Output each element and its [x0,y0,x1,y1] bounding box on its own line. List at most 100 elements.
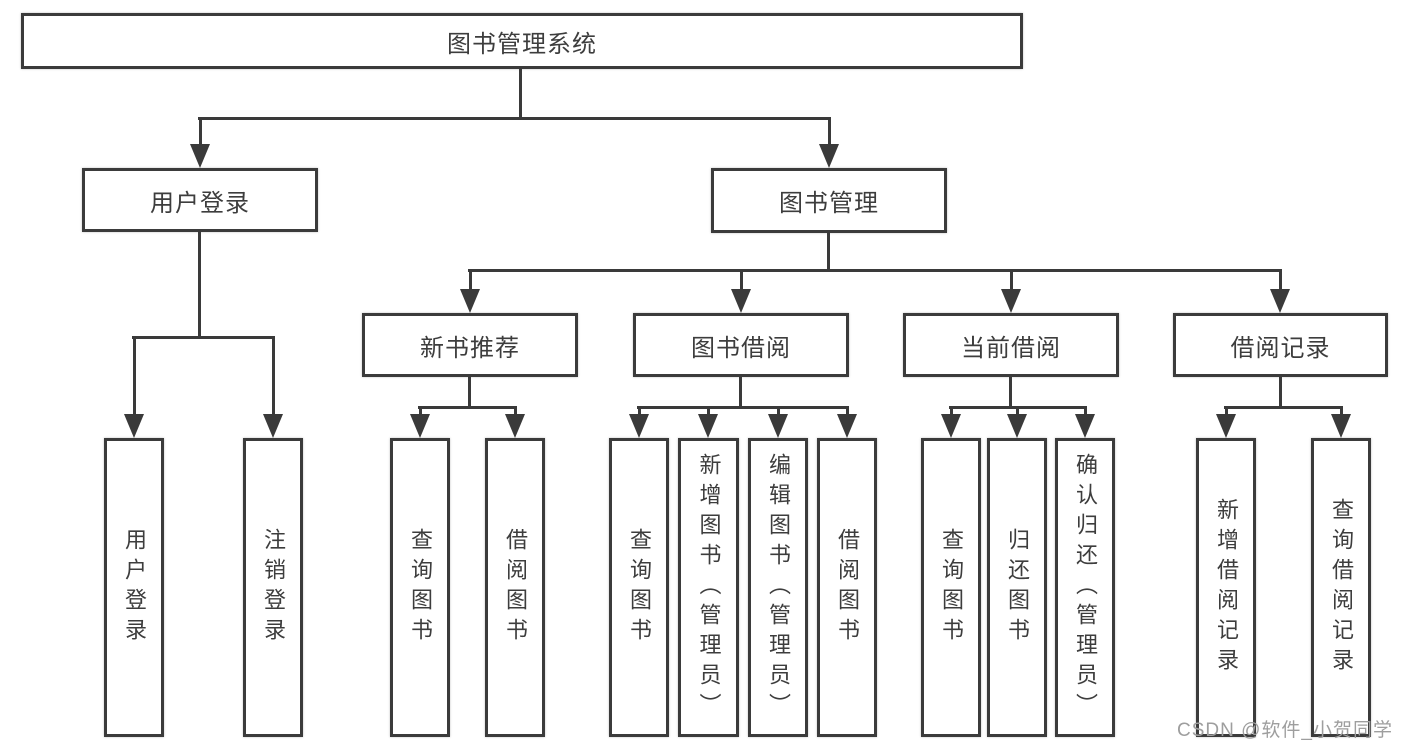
arrow-shaft [637,406,641,414]
leaf-br-add-record-label: 新增借阅记录 [1214,497,1239,678]
leaf-nb-borrow-books: 借阅图书 [485,438,545,737]
node-book-borrow-label: 图书借阅 [691,334,791,362]
node-current-borrow-label: 当前借阅 [961,334,1061,362]
connector-new-book-recommend-stem [468,375,471,408]
leaf-logout: 注销登录 [243,438,303,737]
arrow-to-user-login [190,117,210,168]
node-book-management: 图书管理 [711,168,947,233]
arrow-to-leaf-cb-query [941,406,961,438]
arrowhead-down-icon [698,414,718,438]
arrowhead-down-icon [837,414,857,438]
arrow-to-leaf-nb-query [410,406,430,438]
leaf-bb-borrow-books: 借阅图书 [817,438,877,737]
leaf-bb-edit-books-admin-label: 编辑图书（管理员） [766,452,791,723]
node-user-login-label: 用户登录 [150,189,250,217]
arrow-shaft [706,406,710,414]
arrow-shaft [132,336,136,414]
arrow-shaft [468,269,472,289]
arrowhead-down-icon [1270,289,1290,313]
arrowhead-down-icon [768,414,788,438]
connector-root-hline [198,117,831,120]
arrowhead-down-icon [505,414,525,438]
arrow-to-leaf-br-add [1216,406,1236,438]
arrowhead-down-icon [1007,414,1027,438]
arrow-to-leaf-user-login [124,336,144,438]
arrowhead-down-icon [1331,414,1351,438]
arrow-shaft [198,117,202,144]
connector-root-stem [519,67,522,119]
arrowhead-down-icon [1001,289,1021,313]
node-new-book-recommend: 新书推荐 [362,313,578,377]
leaf-user-login-label: 用户登录 [122,527,147,648]
leaf-cb-query-books-label: 查询图书 [939,527,964,648]
arrow-to-leaf-br-query [1331,406,1351,438]
leaf-cb-return-books-label: 归还图书 [1005,527,1030,648]
arrow-shaft [949,406,953,414]
leaf-br-query-record-label: 查询借阅记录 [1329,497,1354,678]
leaf-bb-add-books-admin: 新增图书（管理员） [678,438,739,737]
leaf-cb-query-books: 查询图书 [921,438,981,737]
leaf-bb-add-books-admin-label: 新增图书（管理员） [696,452,722,723]
arrow-shaft [1083,406,1087,414]
arrow-shaft [513,406,517,414]
leaf-br-query-record: 查询借阅记录 [1311,438,1371,737]
arrowhead-down-icon [190,144,210,168]
arrowhead-down-icon [460,289,480,313]
arrow-to-leaf-logout [263,336,283,438]
arrow-to-leaf-cb-confirm [1075,406,1095,438]
arrowhead-down-icon [410,414,430,438]
arrow-to-leaf-bb-add [698,406,718,438]
connector-user-login-stem [198,230,201,338]
arrowhead-down-icon [124,414,144,438]
arrow-shaft [827,117,831,144]
connector-book-borrow-stem [739,375,742,408]
arrow-shaft [271,336,275,414]
arrow-to-new-book-recommend [460,269,480,313]
arrow-to-leaf-bb-edit [768,406,788,438]
arrow-shaft [1339,406,1343,414]
connector-borrow-records-hline [1224,406,1343,409]
node-current-borrow: 当前借阅 [903,313,1119,377]
connector-book-management-stem [827,231,830,271]
node-book-borrow: 图书借阅 [633,313,849,377]
node-user-login: 用户登录 [82,168,318,232]
leaf-cb-confirm-return-admin-label: 确认归还（管理员） [1073,452,1098,723]
connector-book-management-hline [468,269,1282,272]
leaf-cb-return-books: 归还图书 [987,438,1047,737]
leaf-logout-label: 注销登录 [261,527,286,648]
connector-book-borrow-hline [637,406,849,409]
leaf-bb-query-books: 查询图书 [609,438,669,737]
arrowhead-down-icon [1075,414,1095,438]
leaf-user-login: 用户登录 [104,438,164,737]
arrow-shaft [418,406,422,414]
node-system-root: 图书管理系统 [21,13,1023,69]
arrowhead-down-icon [731,289,751,313]
arrow-to-leaf-nb-borrow [505,406,525,438]
arrow-shaft [776,406,780,414]
leaf-cb-confirm-return-admin: 确认归还（管理员） [1055,438,1115,737]
node-new-book-recommend-label: 新书推荐 [420,334,520,362]
arrowhead-down-icon [819,144,839,168]
connector-user-login-hline [132,336,275,339]
connector-current-borrow-stem [1009,375,1012,408]
leaf-bb-edit-books-admin: 编辑图书（管理员） [748,438,808,737]
arrowhead-down-icon [629,414,649,438]
arrow-to-book-borrow [731,269,751,313]
leaf-bb-borrow-books-label: 借阅图书 [835,527,860,648]
arrow-to-leaf-cb-return [1007,406,1027,438]
csdn-watermark: CSDN @软件_小贺同学 [1177,720,1393,741]
leaf-nb-query-books-label: 查询图书 [408,527,433,648]
arrow-to-leaf-bb-query [629,406,649,438]
arrowhead-down-icon [1216,414,1236,438]
arrow-to-leaf-bb-borrow [837,406,857,438]
leaf-bb-query-books-label: 查询图书 [627,527,652,648]
connector-new-book-recommend-hline [418,406,517,409]
arrowhead-down-icon [941,414,961,438]
node-system-root-label: 图书管理系统 [447,30,597,58]
arrow-shaft [739,269,743,289]
arrow-to-book-management [819,117,839,168]
node-book-management-label: 图书管理 [779,190,879,217]
arrow-shaft [1015,406,1019,414]
arrow-shaft [1009,269,1013,289]
